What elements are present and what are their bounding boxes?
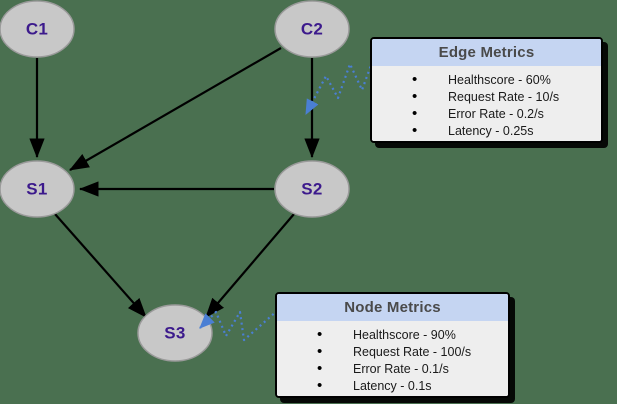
edge-s1-to-s3 — [54, 213, 147, 318]
list-item: Request Rate - 100/s — [317, 343, 508, 361]
edge-s2-to-s3 — [205, 213, 295, 318]
node-s2[interactable]: S2 — [274, 160, 350, 218]
node-metrics-callout: Node Metrics Healthscore - 90% Request R… — [275, 292, 510, 398]
list-item: Latency - 0.25s — [412, 122, 601, 140]
list-item: Healthscore - 60% — [412, 71, 601, 89]
node-metrics-body: Healthscore - 90% Request Rate - 100/s E… — [277, 321, 508, 396]
edge-metrics-callout: Edge Metrics Healthscore - 60% Request R… — [370, 37, 603, 143]
node-s2-shape — [274, 160, 350, 218]
node-s3-label: S3 — [164, 323, 185, 342]
node-s1-shape — [0, 160, 75, 218]
node-c1-label: C1 — [26, 19, 48, 38]
node-metrics-list: Healthscore - 90% Request Rate - 100/s E… — [277, 326, 508, 395]
list-item: Healthscore - 90% — [317, 326, 508, 344]
node-s3[interactable]: S3 — [137, 304, 213, 362]
node-s2-label: S2 — [301, 179, 322, 198]
node-s1[interactable]: S1 — [0, 160, 75, 218]
node-metrics-title: Node Metrics — [277, 294, 508, 321]
node-c1-shape — [0, 0, 75, 58]
list-item: Error Rate - 0.2/s — [412, 105, 601, 123]
list-item: Latency - 0.1s — [317, 377, 508, 395]
edge-c2-to-s1 — [69, 47, 282, 171]
list-item: Request Rate - 10/s — [412, 88, 601, 106]
node-c2-label: C2 — [301, 19, 323, 38]
edge-metrics-list: Healthscore - 60% Request Rate - 10/s Er… — [372, 71, 601, 140]
edge-metrics-title: Edge Metrics — [372, 39, 601, 66]
edge-metrics-body: Healthscore - 60% Request Rate - 10/s Er… — [372, 66, 601, 141]
list-item: Error Rate - 0.1/s — [317, 360, 508, 378]
node-c1[interactable]: C1 — [0, 0, 75, 58]
node-s1-label: S1 — [26, 179, 47, 198]
graph-edges — [29, 47, 320, 318]
graph-nodes: C1 C2 S1 S2 S3 — [0, 0, 350, 362]
node-c2[interactable]: C2 — [274, 0, 350, 58]
